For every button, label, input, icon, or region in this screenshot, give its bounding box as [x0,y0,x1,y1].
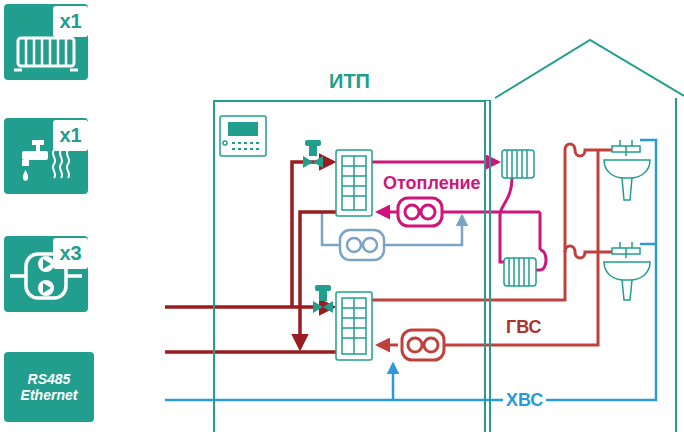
heat-exchangers [336,150,372,360]
feature-tiles [4,4,88,312]
sinks [604,140,650,300]
radiator-icon [14,38,78,70]
primary-pipes [165,162,336,352]
count-text: x1 [56,124,84,147]
count-badge: x3 [53,238,88,269]
control-valves [303,140,333,313]
interface-tile: RS485 Ethernet [4,352,94,422]
box-heading: ИТП [215,70,484,93]
radiators [502,150,536,286]
count-text: x3 [56,242,84,265]
count-badge: x1 [53,6,88,37]
count-badge: x1 [53,120,88,151]
controller-panel [220,116,266,156]
circuit-label: ГВС [503,316,545,338]
interface-text: RS485 Ethernet [4,371,94,403]
circuit-label: ХВС [503,389,546,411]
substation-box: ИТП [213,100,491,432]
count-text: x1 [56,10,84,33]
house-roof [495,40,684,98]
cold-water-pipes [165,140,656,400]
house-wall [675,98,677,432]
circuit-label: Отопление [380,172,484,194]
hot-water-pipes [372,144,612,360]
